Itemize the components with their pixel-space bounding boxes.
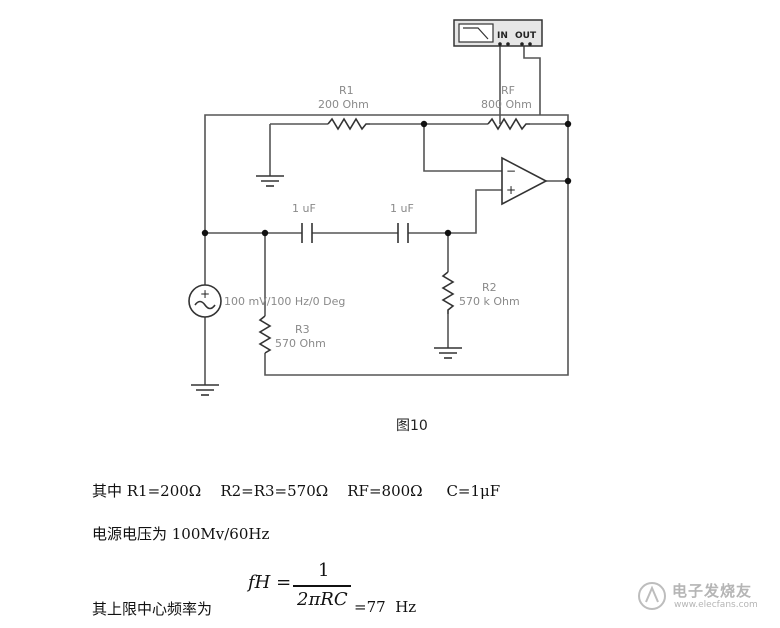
circuit-diagram: − + + IN OUT [188,19,572,396]
rf-resistor [487,117,530,131]
watermark-text: 电子发烧友 [672,582,753,600]
ac-source: + [188,284,222,318]
rf-name: RF [501,84,515,97]
ground-symbol-source [191,384,219,396]
junction-dots [201,120,572,237]
r2-value: 570 k Ohm [459,295,520,308]
rf-value: 800 Ohm [481,98,532,111]
c2-capacitor [397,223,409,243]
plot-curve-icon [463,27,489,40]
opamp: − + [501,156,548,206]
c2-value: 1 uF [390,202,414,215]
watermark: 电子发烧友 www.elecfans.com [636,578,772,618]
bode-plotter: IN OUT [453,19,543,47]
r1-value: 200 Ohm [318,98,369,111]
watermark-url: www.elecfans.com [674,600,758,610]
r2-name: R2 [482,281,497,294]
formula-numerator: 1 [318,560,330,581]
ground-symbol-r1 [256,175,284,187]
formula-denominator: 2πRC [297,589,348,610]
parameters-line: 其中 R1=200Ω R2=R3=570Ω RF=800Ω C=1μF [92,482,501,500]
logo-icon [638,582,666,610]
c1-capacitor [301,223,313,243]
cutoff-prefix: 其上限中心频率为 [92,600,213,618]
source-voltage-line: 电源电压为 100Mv/60Hz [92,525,270,543]
figure-caption: 图10 [396,418,428,434]
r1-resistor [327,117,370,131]
r3-name: R3 [295,323,310,336]
c1-value: 1 uF [292,202,316,215]
r2-resistor [441,271,455,314]
scope-out-label: OUT [515,31,537,41]
scope-in-label: IN [497,31,508,41]
r3-value: 570 Ohm [275,337,326,350]
opamp-minus-sign: − [506,164,516,178]
formula-lhs: fH = [248,572,292,593]
r3-resistor [258,315,272,354]
wires [204,46,569,385]
source-value: 100 mV/100 Hz/0 Deg [224,295,345,308]
r1-name: R1 [339,84,354,97]
opamp-plus-sign: + [506,183,516,197]
fraction-bar [293,585,351,587]
ground-symbol-r2 [434,347,462,359]
svg-text:+: + [200,287,210,301]
cutoff-result: =77 Hz [354,598,417,616]
